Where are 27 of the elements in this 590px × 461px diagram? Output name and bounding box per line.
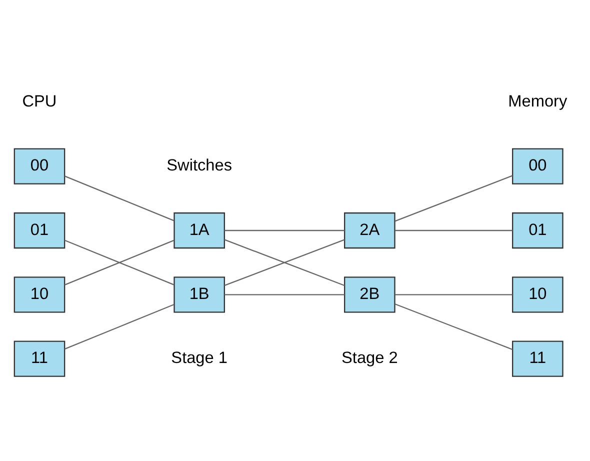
label: Memory xyxy=(508,92,568,110)
label: CPU xyxy=(22,92,57,110)
connector xyxy=(64,304,174,350)
node-box: 11 xyxy=(512,340,564,377)
node-box: 01 xyxy=(512,212,564,249)
connector xyxy=(224,230,344,232)
node-box: 01 xyxy=(14,212,66,249)
node-box: 10 xyxy=(512,276,564,313)
node-box: 2B xyxy=(344,276,396,313)
node-box: 1B xyxy=(174,276,225,313)
connector xyxy=(394,303,513,350)
connector xyxy=(394,294,512,296)
node-box: 00 xyxy=(14,148,66,184)
label: Stage 2 xyxy=(342,349,398,368)
node-box: 11 xyxy=(14,340,66,377)
connector xyxy=(64,240,174,286)
connector xyxy=(394,230,512,232)
label: Switches xyxy=(166,156,232,175)
connector xyxy=(224,294,344,296)
node-box: 2A xyxy=(344,212,396,249)
node-box: 00 xyxy=(512,148,564,184)
node-box: 1A xyxy=(174,212,225,249)
node-box: 10 xyxy=(14,276,66,313)
connector xyxy=(64,176,174,222)
connector xyxy=(224,239,345,286)
label: Stage 1 xyxy=(171,349,228,368)
connector xyxy=(394,175,513,222)
